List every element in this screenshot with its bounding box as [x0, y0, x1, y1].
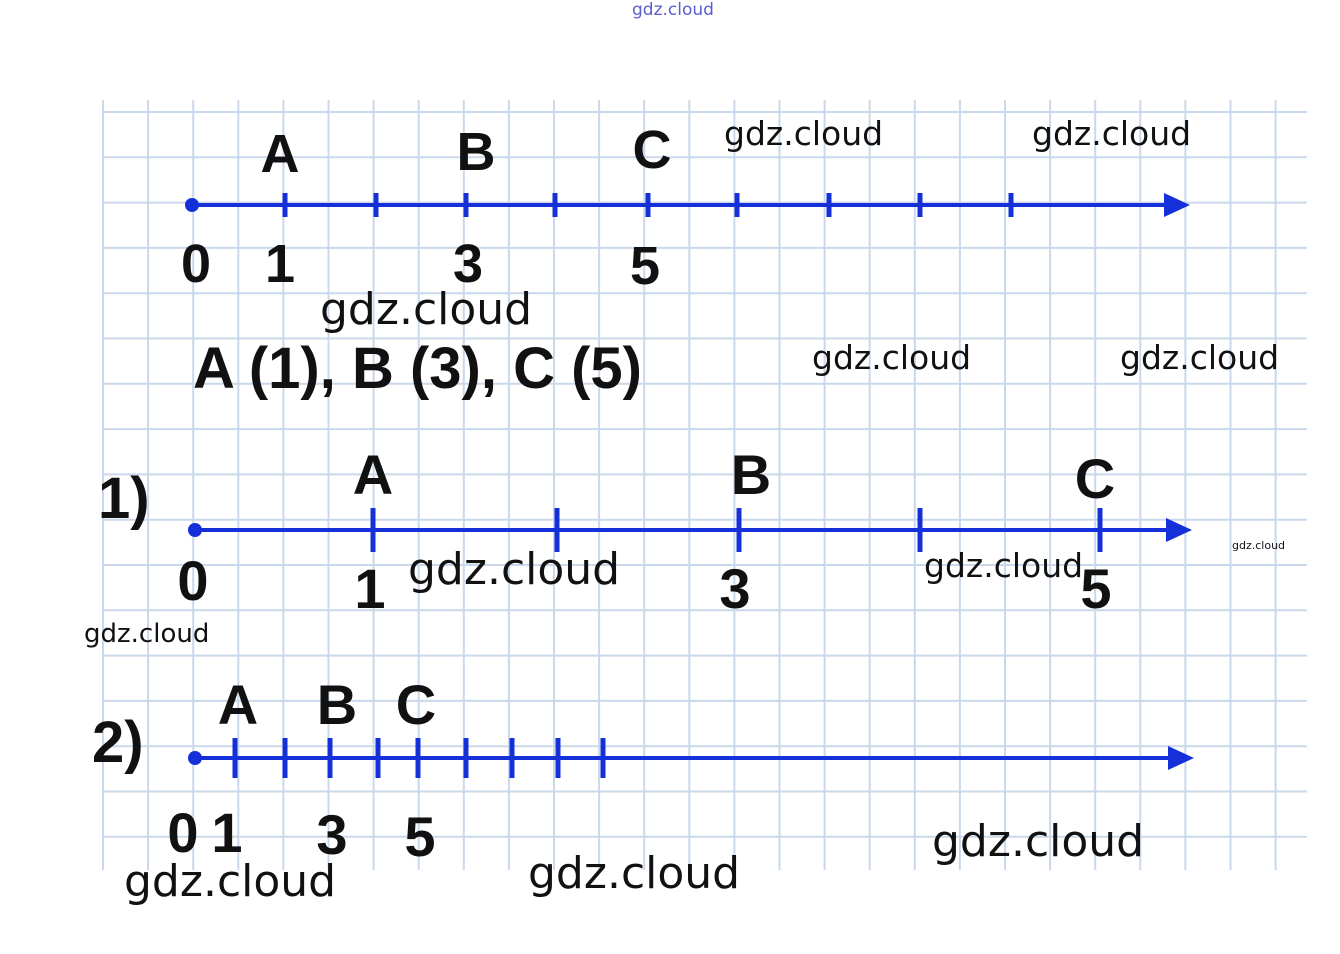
v1-tick-3: 3 [719, 557, 750, 620]
watermark: gdz.cloud [1120, 338, 1280, 377]
v1-point-a: A [353, 443, 393, 506]
watermark: gdz.cloud [124, 856, 337, 907]
v2-tick-1: 1 [211, 801, 242, 864]
tick-label-1: 1 [265, 234, 295, 294]
arrow-head [1168, 746, 1194, 770]
v1-point-b: B [731, 443, 771, 506]
watermark: gdz.cloud [724, 114, 884, 153]
v2-point-c: C [396, 673, 436, 736]
origin-point [188, 523, 202, 537]
v1-tick-0: 0 [177, 549, 208, 612]
tick-label-0: 0 [181, 234, 211, 294]
v2-tick-0: 0 [167, 801, 198, 864]
watermark: gdz.cloud [528, 848, 741, 899]
watermark: gdz.cloud [320, 284, 533, 335]
origin-point [188, 751, 202, 765]
tick-label-5: 5 [630, 236, 660, 296]
variant-2-label: 2) [92, 710, 144, 775]
v1-tick-1: 1 [354, 557, 385, 620]
v1-tick-5: 5 [1080, 557, 1111, 620]
arrow-head [1166, 518, 1192, 542]
watermark: gdz.cloud [84, 619, 210, 649]
watermark: gdz.cloud [924, 546, 1084, 585]
watermark: gdz.cloud [932, 816, 1145, 867]
point-label-b: B [457, 122, 496, 182]
origin-point [185, 198, 199, 212]
tick-label-3: 3 [453, 234, 483, 294]
arrow-head [1164, 193, 1190, 217]
watermark: gdz.cloud [1232, 539, 1286, 552]
v2-point-a: A [218, 673, 258, 736]
v1-point-c: C [1075, 447, 1115, 510]
watermark: gdz.cloud [408, 544, 621, 595]
watermark: gdz.cloud [812, 338, 972, 377]
v2-tick-5: 5 [404, 805, 435, 868]
number-lines [185, 193, 1194, 778]
grid-paper [102, 100, 1307, 870]
v2-point-b: B [317, 673, 357, 736]
v2-tick-3: 3 [316, 803, 347, 866]
watermark: gdz.cloud [1032, 114, 1192, 153]
point-label-c: C [633, 120, 672, 180]
answer-text: A (1), B (3), C (5) [193, 336, 642, 401]
watermark-top: gdz.cloud [632, 0, 714, 20]
variant-1-label: 1) [98, 466, 150, 531]
point-label-a: A [261, 124, 300, 184]
